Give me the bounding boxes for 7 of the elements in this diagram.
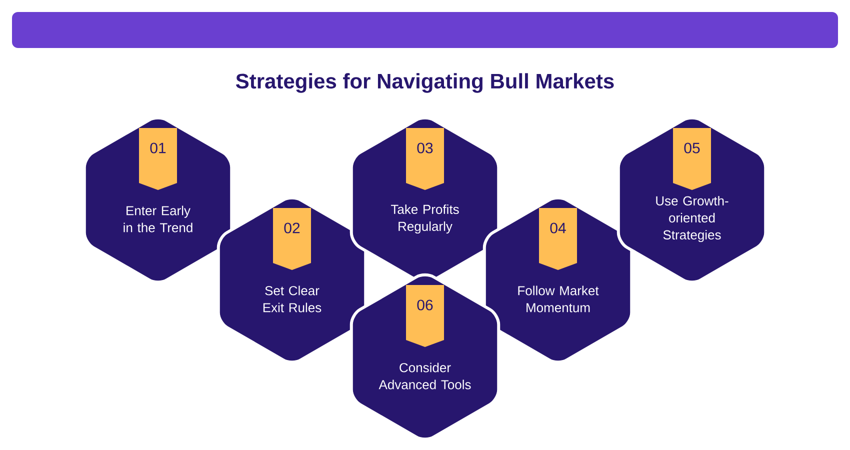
- hexagon-card: 06 Consider Advanced Tools: [350, 273, 500, 441]
- hexagon-card: 01 Enter Early in the Trend: [82, 116, 234, 284]
- hexagon-card: 03 Take Profits Regularly: [350, 116, 500, 284]
- title: Strategies for Navigating Bull Markets: [236, 73, 614, 93]
- hexagon-card: 05 Use Growth-oriented Strategies: [616, 116, 768, 284]
- hexagon-card: 04 Follow Market Momentum: [482, 196, 634, 364]
- hexagon-card: 02 Set Clear Exit Rules: [216, 196, 368, 364]
